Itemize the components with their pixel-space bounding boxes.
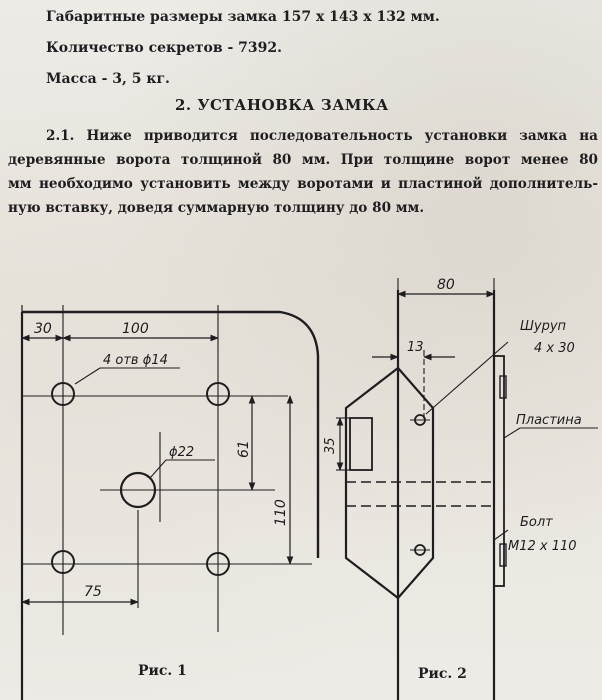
dim-80-label: 80 [437, 277, 455, 293]
template-outline [22, 310, 320, 558]
paragraph-line-2: деревянные ворота толщиной 80 мм. При то… [8, 152, 598, 168]
hole-center-22 [119, 471, 157, 509]
hole-top-right [206, 382, 230, 406]
mounting-plate [493, 355, 505, 587]
hole-top-left [51, 382, 75, 406]
section-title: 2. УСТАНОВКА ЗАМКА [175, 96, 389, 114]
dim-35-label: 35 [323, 437, 338, 454]
screw-label: Шуруп [520, 319, 567, 334]
dim-13-label: 13 [407, 340, 424, 355]
hole-22-label: ϕ22 [169, 445, 194, 460]
spec-dimensions: Габаритные размеры замка 157 х 143 х 132… [46, 9, 440, 25]
lock-body-outline [344, 366, 435, 600]
keyhole-slot [349, 417, 373, 471]
paragraph-line-3: мм необходимо установить между воротами … [8, 176, 598, 192]
holes-label: 4 отв ϕ14 [103, 353, 168, 368]
paragraph-line-4: ную вставку, доведя суммарную толщину до… [8, 200, 425, 216]
paragraph-line-1: 2.1. Ниже приводится последовательность … [46, 128, 598, 144]
dim-100-label: 100 [122, 321, 149, 337]
figure-1-caption: Рис. 1 [138, 663, 187, 679]
installation-paragraph: 2.1. Ниже приводится последовательность … [8, 124, 598, 220]
figure-2-mounting-section: 80 13 35 [323, 277, 598, 700]
screw-size-label: 4 х 30 [534, 341, 575, 356]
figure-1-drilling-template: 30 100 4 отв ϕ14 ϕ22 61 [20, 305, 320, 700]
dim-75-label: 75 [84, 584, 102, 600]
bolt-size-label: М12 х 110 [508, 539, 577, 554]
dim-30-label: 30 [34, 321, 52, 337]
spec-mass: Масса - 3, 5 кг. [46, 71, 170, 87]
dim-61-label: 61 [236, 440, 252, 458]
spec-secrets: Количество секретов - 7392. [46, 40, 282, 56]
bolt-label: Болт [520, 515, 553, 530]
hole-bottom-right [206, 552, 230, 576]
technical-drawings: 30 100 4 отв ϕ14 ϕ22 61 [20, 277, 598, 700]
figure-2-caption: Рис. 2 [418, 666, 467, 682]
dim-110-label: 110 [273, 499, 289, 526]
plate-label: Пластина [516, 413, 582, 428]
hole-bottom-left [51, 550, 75, 574]
